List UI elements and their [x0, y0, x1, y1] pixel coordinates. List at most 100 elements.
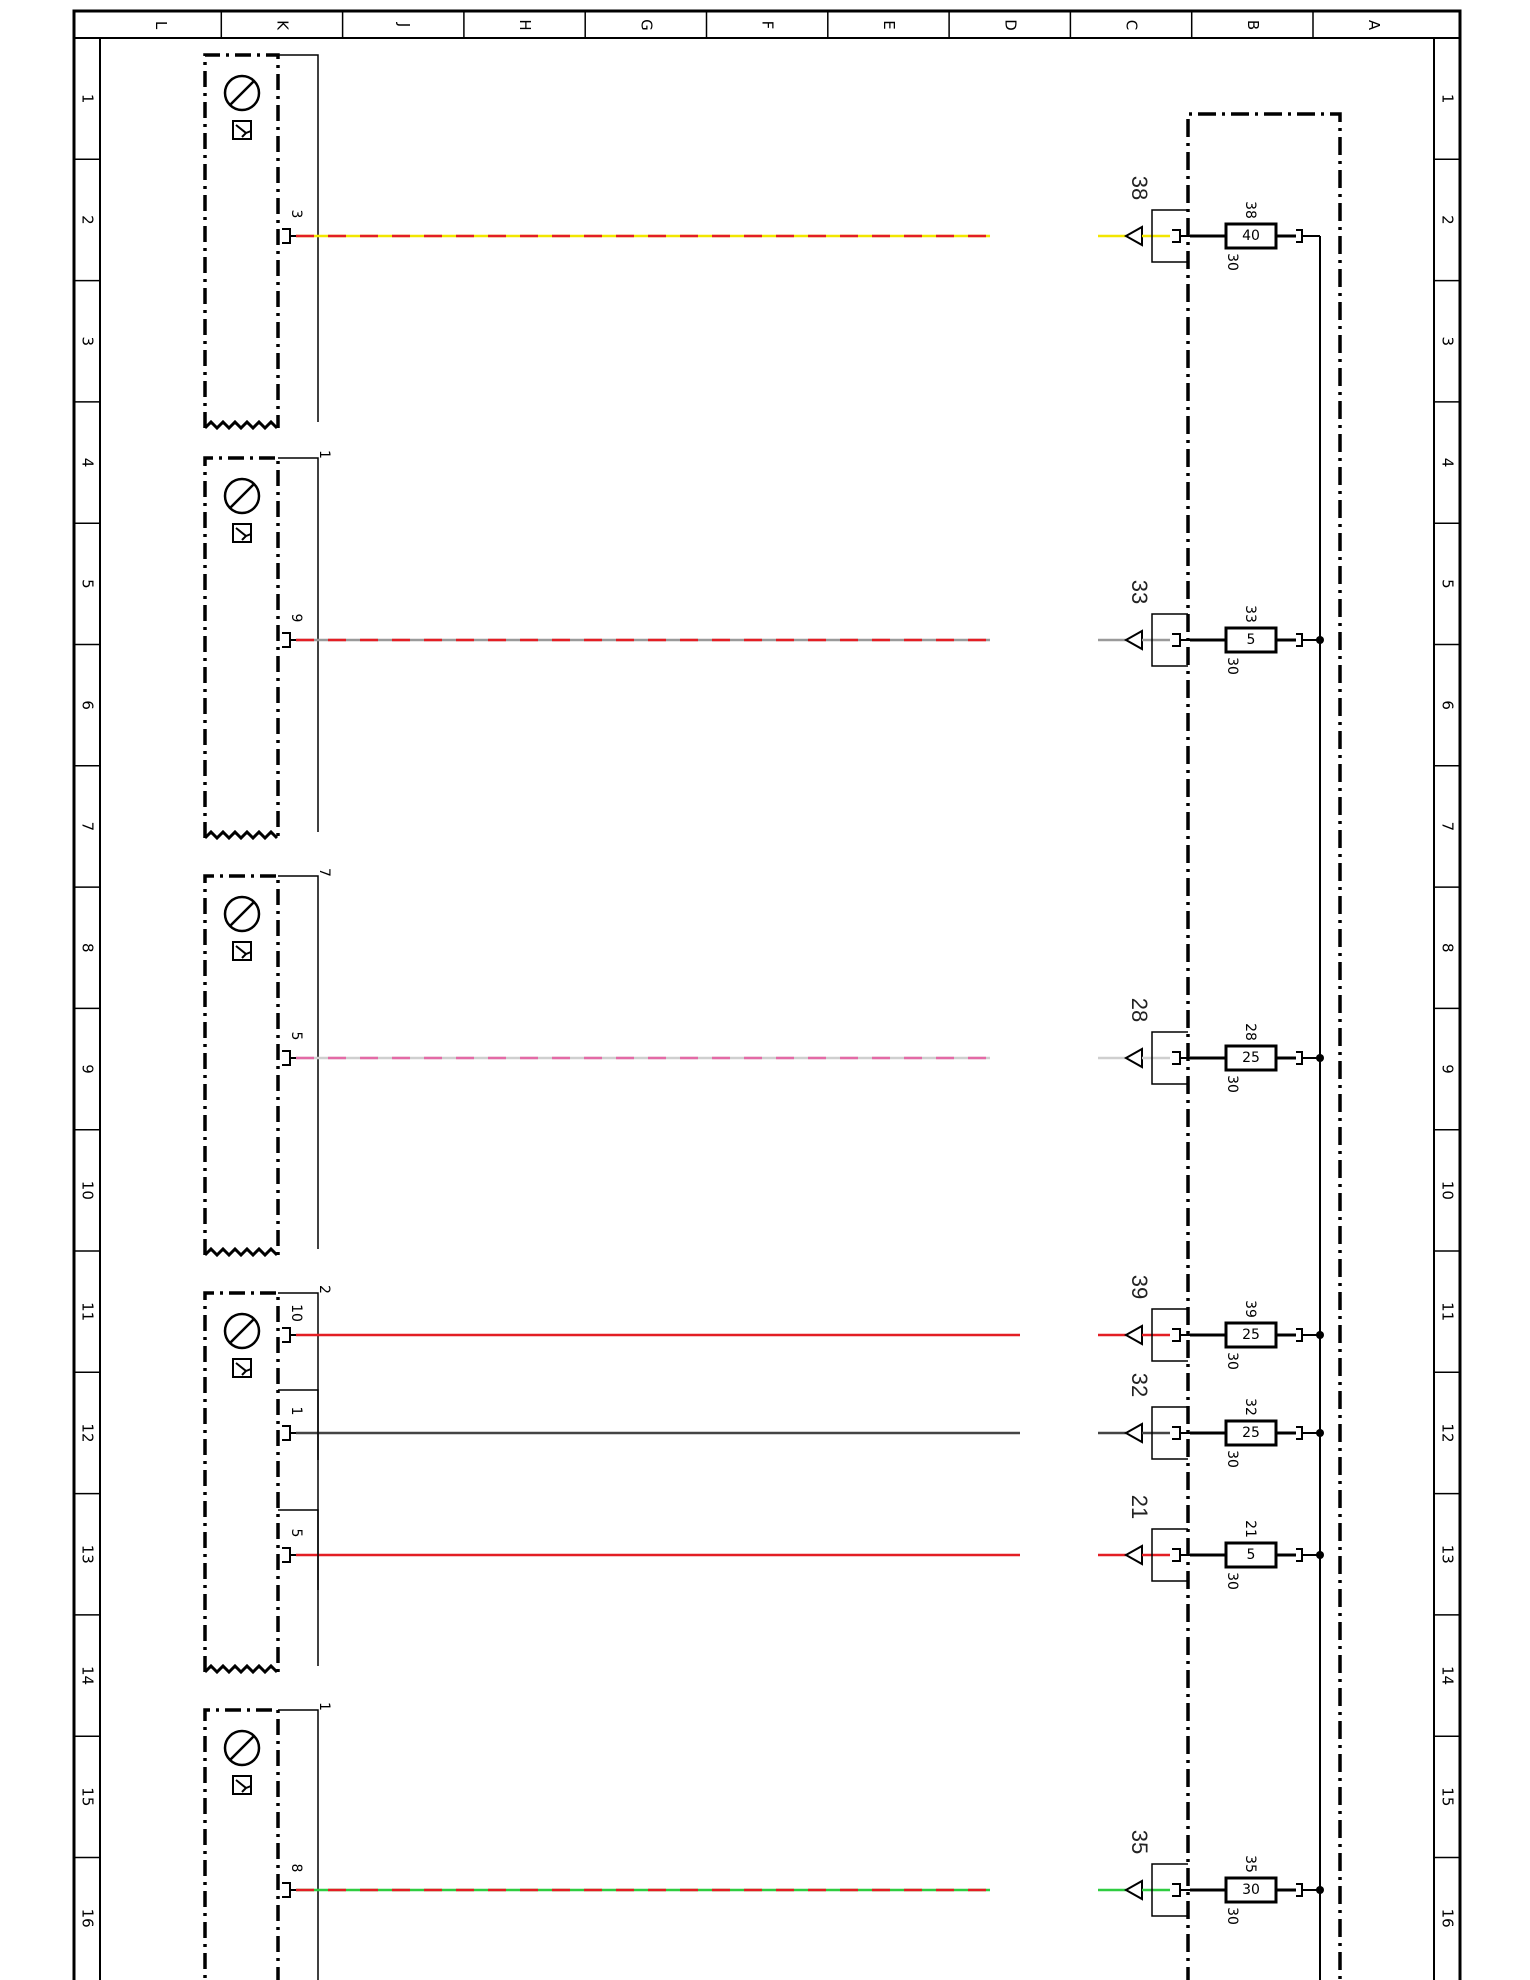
bus-junction-dot [1316, 1429, 1324, 1437]
connector-terminal [1172, 1426, 1190, 1440]
connector-number: 35 [1127, 1830, 1152, 1854]
row-label-left: 3 [79, 336, 97, 346]
ground-symbol-icon [223, 1312, 261, 1350]
row-label-right: 4 [1439, 458, 1457, 468]
row-label-left: 2 [79, 215, 97, 225]
component-pin-number: 9 [288, 614, 304, 623]
fuse-rating: 25 [1242, 1425, 1260, 1441]
component-break-mark [203, 419, 279, 431]
row-label-left: 12 [79, 1423, 97, 1442]
row-label-left: 16 [79, 1909, 97, 1928]
column-label: H [516, 19, 534, 30]
ground-symbol-icon-slash [229, 901, 255, 927]
row-label-left: 11 [79, 1302, 97, 1321]
row-label-right: 3 [1439, 336, 1457, 346]
component-pin-terminal [282, 632, 296, 648]
fuse-rating: 30 [1242, 1882, 1260, 1898]
row-label-left: 15 [79, 1787, 97, 1806]
ground-symbol-icon-slash [229, 80, 255, 106]
fuse-rating: 5 [1247, 1547, 1256, 1563]
fuse-number: 39 [1242, 1300, 1258, 1318]
fuse-rating: 25 [1242, 1327, 1260, 1343]
ground-symbol-icon [223, 477, 261, 515]
ground-symbol-icon-slash [229, 1735, 255, 1761]
column-label: A [1365, 20, 1383, 31]
component-break-mark [203, 1246, 279, 1258]
bus-junction-dot [1316, 1886, 1324, 1894]
connector-number: 21 [1127, 1495, 1152, 1519]
row-label-right: 10 [1439, 1181, 1457, 1200]
row-label-left: 9 [79, 1064, 97, 1074]
fuse-sub-number: 30 [1224, 1352, 1240, 1370]
column-label: F [759, 21, 777, 30]
component-border [203, 1291, 280, 1672]
connector-terminal [1172, 1548, 1190, 1562]
circuit-35: 8 35 30 35 30 [282, 1830, 1324, 1925]
fuse-rating: 5 [1247, 632, 1256, 648]
ground-symbol-icon [223, 74, 261, 112]
bus-junction-dot [1316, 636, 1324, 644]
fuse-number: 38 [1242, 201, 1258, 219]
connector-corner-pin: 7 [316, 868, 332, 877]
row-label-left: 13 [79, 1545, 97, 1564]
connector-frame-split [278, 1389, 319, 1460]
fuse-body [1224, 626, 1278, 654]
connector-arrow-icon [1123, 225, 1143, 247]
row-label-right: 16 [1439, 1909, 1457, 1928]
component-border [203, 874, 280, 1255]
component-border [203, 1708, 280, 1980]
connector-corner-pin: 2 [316, 1285, 332, 1294]
connector-bracket [1151, 613, 1188, 667]
component-pin-number: 8 [288, 1864, 304, 1873]
column-label: K [273, 20, 291, 31]
ground-symbol-icon [223, 1729, 261, 1767]
column-label: G [637, 19, 655, 31]
fuse-sub-number: 30 [1224, 1907, 1240, 1925]
column-label: L [152, 21, 170, 30]
component-n80: 1 [203, 450, 332, 841]
connector-number: 33 [1127, 580, 1152, 604]
outer-frame [72, 9, 1462, 1980]
connector-bracket [1151, 1308, 1188, 1362]
circuit-33: 9 33 5 33 30 [282, 580, 1324, 675]
connector-bracket [1151, 1863, 1188, 1917]
connector-arrow-icon [1123, 1422, 1143, 1444]
fuse-sub-number: 30 [1224, 657, 1240, 675]
row-label-right: 12 [1439, 1423, 1457, 1442]
row-label-left: 8 [79, 943, 97, 953]
fuse-box-border [1186, 112, 1342, 1980]
connector-frame [278, 54, 319, 422]
row-label-right: 2 [1439, 215, 1457, 225]
component-pin-number: 5 [288, 1529, 304, 1538]
connector-frame-split [278, 1509, 319, 1590]
ground-symbol-icon [223, 895, 261, 933]
row-label-left: 10 [79, 1181, 97, 1200]
component-pin-terminal [282, 1547, 296, 1563]
fuse-number: 33 [1242, 605, 1258, 623]
component-pin-number: 5 [288, 1032, 304, 1041]
fuse-number: 35 [1242, 1855, 1258, 1873]
connector-arrow-icon [1123, 629, 1143, 651]
fuse-body [1224, 1419, 1278, 1447]
connector-arrow-icon [1123, 1544, 1143, 1566]
hand-pointer-icon-detail [235, 1362, 252, 1376]
row-label-left: 14 [79, 1666, 97, 1685]
fuse-rating: 40 [1242, 228, 1260, 244]
component-break-mark [203, 829, 279, 841]
connector-arrow-icon [1123, 1047, 1143, 1069]
connector-corner-pin: 1 [316, 450, 332, 459]
column-label: J [395, 22, 413, 27]
row-label-right: 15 [1439, 1787, 1457, 1806]
fuse-rating: 25 [1242, 1050, 1260, 1066]
row-label-left: 4 [79, 458, 97, 468]
row-label-right: 11 [1439, 1302, 1457, 1321]
column-label: B [1244, 20, 1262, 30]
connector-arrow-icon [1123, 1324, 1143, 1346]
component-pin-terminal [282, 1882, 296, 1898]
row-label-left: 7 [79, 822, 97, 832]
component-pin-terminal [282, 228, 296, 244]
